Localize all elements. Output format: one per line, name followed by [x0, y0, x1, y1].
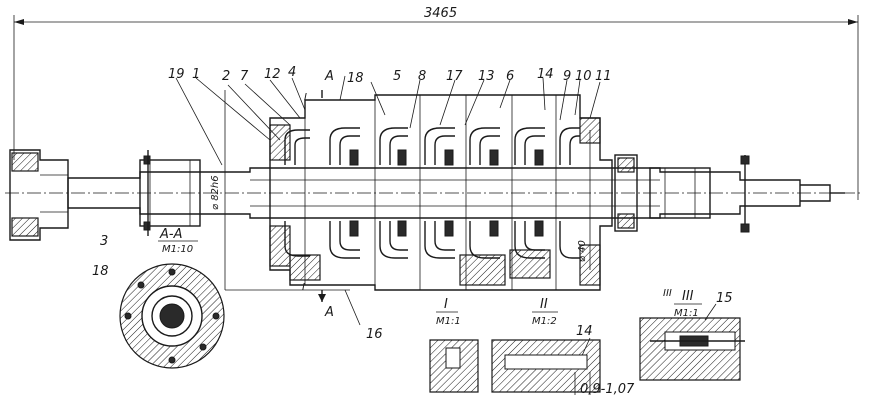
detail-III-title: III — [682, 289, 694, 304]
section-aa-view: A-A M1:10 — [119, 227, 225, 369]
detail-II-title: II — [540, 297, 548, 312]
view-III-marker: III — [663, 288, 672, 299]
detail-III-scale: M1:1 — [674, 308, 699, 319]
seal-diameter-label: ⌀ 40 — [577, 240, 588, 262]
callout-5: 5 — [393, 69, 401, 84]
coupling-left — [9, 149, 69, 241]
callout-2: 2 — [222, 69, 230, 84]
callout-11: 11 — [595, 69, 612, 84]
detail-II-scale: M1:2 — [532, 316, 557, 327]
callout-18: 18 — [347, 71, 364, 86]
callout-17: 17 — [446, 69, 463, 84]
view-I-bottom: I — [302, 282, 305, 293]
cut-marker-top: A — [324, 69, 334, 84]
bearing-right — [614, 154, 750, 233]
callout-15: 15 — [716, 291, 733, 306]
overall-length-label: 3465 — [424, 6, 457, 21]
callout-13: 13 — [478, 69, 495, 84]
section-aa-scale: M1:10 — [162, 244, 193, 255]
callout-6: 6 — [506, 69, 514, 84]
detail-II-view: II M1:2 0,9-1,07 — [491, 297, 635, 397]
callout-4: 4 — [288, 65, 296, 80]
cut-marker-bottom: A — [324, 305, 334, 320]
callout-18-section: 18 — [92, 264, 109, 279]
callout-14: 14 — [576, 324, 593, 339]
shaft — [67, 167, 845, 219]
seal-diameter-dimension: ⌀ 40 — [577, 130, 591, 270]
callout-10: 10 — [575, 69, 592, 84]
callout-3: 3 — [100, 234, 108, 249]
detail-I-scale: M1:1 — [436, 316, 461, 327]
section-aa-title: A-A — [159, 227, 182, 242]
detail-I-title: I — [444, 297, 448, 312]
bearing-left — [139, 150, 201, 236]
clearance-label: 0,9-1,07 — [580, 382, 635, 397]
shaft-diameter-label: ⌀ 82h6 — [210, 175, 221, 210]
callout-12: 12 — [264, 67, 281, 82]
detail-III-view: III M1:1 — [639, 289, 745, 381]
shaft-diameter-dimension: ⌀ 82h6 — [210, 90, 226, 290]
view-I-marker: I — [304, 92, 307, 103]
overall-dimension: 3465 — [13, 6, 859, 200]
callout-19: 19 — [168, 67, 185, 82]
detail-I-view: I M1:1 — [429, 297, 479, 393]
callout-1: 1 — [192, 67, 200, 82]
impellers-lower — [284, 220, 580, 259]
pump-housing — [269, 94, 613, 291]
impellers-upper — [284, 127, 580, 166]
callout-7: 7 — [240, 69, 249, 84]
callout-9: 9 — [563, 69, 571, 84]
callout-14-top: 14 — [537, 67, 554, 82]
callout-leaders — [175, 75, 717, 361]
callout-16: 16 — [366, 327, 383, 342]
callout-8: 8 — [418, 69, 426, 84]
callout-labels: 19 1 2 7 12 4 18 5 8 17 13 6 14 9 10 11 … — [92, 65, 733, 342]
section-cut-markers: A I A I III — [302, 69, 672, 320]
